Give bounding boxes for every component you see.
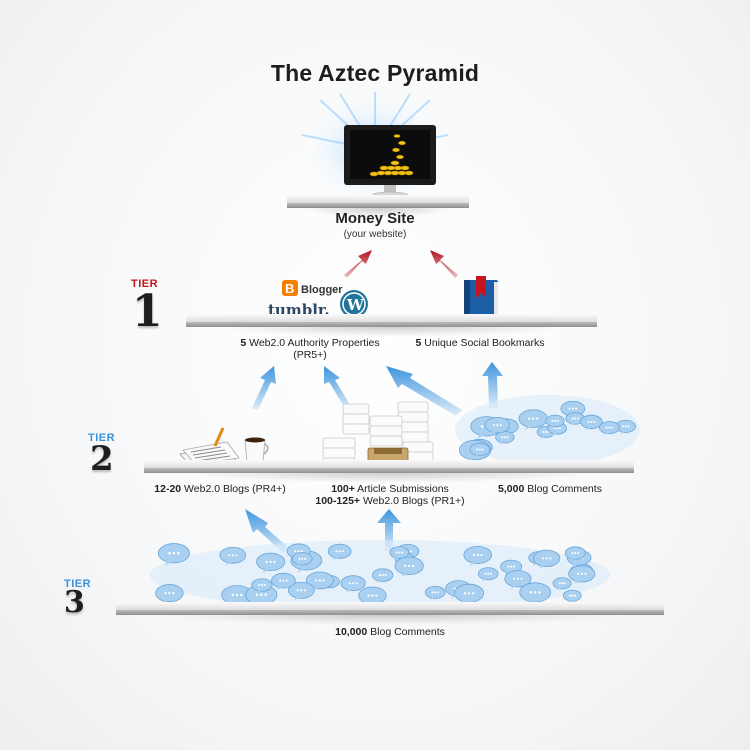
- wordpress-icon: [340, 290, 368, 318]
- chat-bubble-icon: [580, 414, 603, 431]
- chat-bubble-icon: [305, 571, 334, 592]
- chat-bubble-icon: [394, 556, 424, 578]
- blogger-logo-text: Blogger: [301, 284, 343, 296]
- blue-arrow-3: [386, 366, 462, 416]
- red-arrow-left: [344, 250, 372, 278]
- chat-bubble-icon: [424, 585, 446, 601]
- tier-3-number: 3: [64, 585, 85, 620]
- blue-arrows-tier2: [252, 362, 503, 416]
- chat-bubble-icon: [340, 575, 366, 593]
- chat-bubble-icon: [389, 546, 410, 561]
- tier-1-shelf: [186, 314, 597, 337]
- chat-bubble-icon: [484, 417, 511, 436]
- tier-2-number: 2: [90, 439, 114, 479]
- chat-bubble-icon: [327, 543, 352, 561]
- chat-bubble-icon: [518, 409, 548, 431]
- diagram-title: The Aztec Pyramid: [270, 60, 480, 86]
- chat-bubble-icon: [564, 546, 586, 562]
- chat-bubble-icon: [504, 570, 532, 590]
- chat-bubble-icon: [372, 568, 394, 584]
- chat-bubble-icon: [552, 577, 572, 591]
- tier-1-number: 1: [132, 286, 163, 337]
- tier-3-chat-bubbles: [150, 540, 610, 610]
- money-site-title: Money Site: [335, 210, 415, 227]
- tier-1-word: TIER: [131, 278, 159, 290]
- chat-bubble-icon: [599, 421, 620, 436]
- tier-3-shelf: [116, 602, 664, 625]
- tier-2-label-articles: 100+ Article Submissions 100-125+ Web2.0…: [315, 483, 465, 507]
- red-arrow-right: [430, 250, 458, 278]
- tier-2-chat-bubbles: [455, 395, 640, 465]
- chat-bubble-icon: [219, 546, 247, 566]
- money-site-shelf: [287, 195, 469, 218]
- chat-bubble-icon: [463, 545, 492, 567]
- chat-bubble-icon: [545, 414, 565, 429]
- svg-text:B: B: [285, 281, 294, 296]
- chat-bubble-icon: [291, 552, 313, 567]
- chat-bubble-icon: [251, 578, 273, 594]
- bookmark-book-icon: [464, 276, 498, 322]
- chat-bubble-icon: [271, 572, 296, 591]
- chat-bubble-icon: [495, 431, 515, 445]
- svg-text:W: W: [346, 296, 365, 314]
- chat-bubble-icon: [532, 549, 561, 569]
- chat-bubble-icon: [256, 552, 286, 574]
- tier-2-shelf: [144, 460, 634, 483]
- monitor-icon: [344, 125, 436, 199]
- tier-3-word: TIER: [64, 578, 92, 590]
- blue-arrow-6: [377, 509, 401, 551]
- tier-2-label-blogs: 12-20 Web2.0 Blogs (PR4+): [154, 483, 286, 495]
- chat-bubble-icon: [565, 412, 585, 427]
- blue-arrow-2: [324, 366, 352, 410]
- tier-2-word: TIER: [88, 432, 116, 444]
- chat-bubble-icon: [469, 442, 491, 458]
- chat-bubble-icon: [477, 567, 499, 582]
- tier-3-label-comments: 10,000 Blog Comments: [335, 626, 445, 638]
- tier-1-label-bookmarks: 5 Unique Social Bookmarks: [415, 337, 545, 349]
- chat-bubble-icon: [157, 543, 190, 566]
- chat-bubble-icon: [568, 565, 596, 585]
- blogger-icon: [282, 280, 298, 296]
- chat-bubble-icon: [287, 581, 315, 601]
- blue-arrow-4: [482, 362, 503, 408]
- red-arrows: [344, 250, 458, 278]
- blue-arrows-tier3: [245, 509, 401, 553]
- chat-bubble-icon: [500, 559, 523, 576]
- chat-bubble-icon: [562, 589, 582, 603]
- tier-2-label-comments: 5,000 Blog Comments: [498, 483, 602, 495]
- money-site-subtitle: (your website): [343, 229, 407, 240]
- blue-arrow-1: [252, 366, 276, 410]
- tier-1-label-web2: 5 Web2.0 Authority Properties (PR5+): [240, 337, 380, 361]
- blue-arrow-5: [245, 509, 290, 553]
